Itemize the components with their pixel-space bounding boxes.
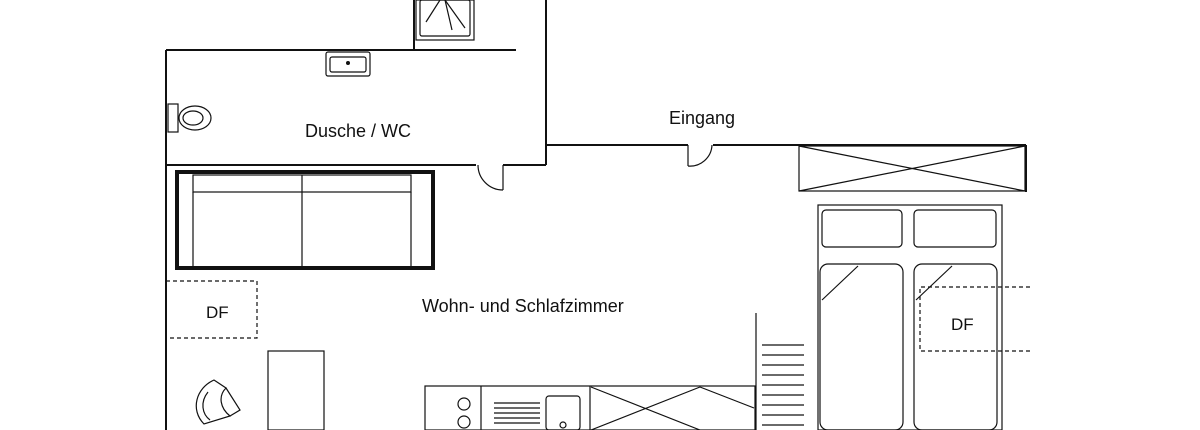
chair-icon (195, 379, 241, 425)
entrance-wall (546, 144, 1026, 167)
sink-icon (545, 395, 581, 430)
room-label-entrance: Eingang (669, 108, 735, 128)
sink-icon (325, 51, 371, 77)
double-bed-icon (817, 204, 1003, 430)
toilet-icon (167, 103, 212, 133)
dish-rack-icon (494, 402, 540, 424)
df-area-right: DF (919, 286, 1030, 352)
room-label-bathroom: Dusche / WC (305, 121, 411, 141)
table-icon (267, 350, 325, 430)
sofa-icon (175, 170, 435, 270)
room-label-living: Wohn- und Schlafzimmer (422, 296, 624, 316)
df-area-left: DF (166, 280, 258, 339)
kitchen-counter (424, 385, 756, 430)
df-label-left: DF (206, 303, 229, 322)
shower-icon (415, 0, 475, 41)
df-label-right: DF (951, 315, 974, 334)
wardrobe-icon (798, 145, 1027, 192)
stairs-icon (755, 313, 804, 430)
stove-icon (457, 397, 471, 429)
bathroom-door (477, 164, 504, 191)
bathroom-walls (165, 0, 547, 430)
